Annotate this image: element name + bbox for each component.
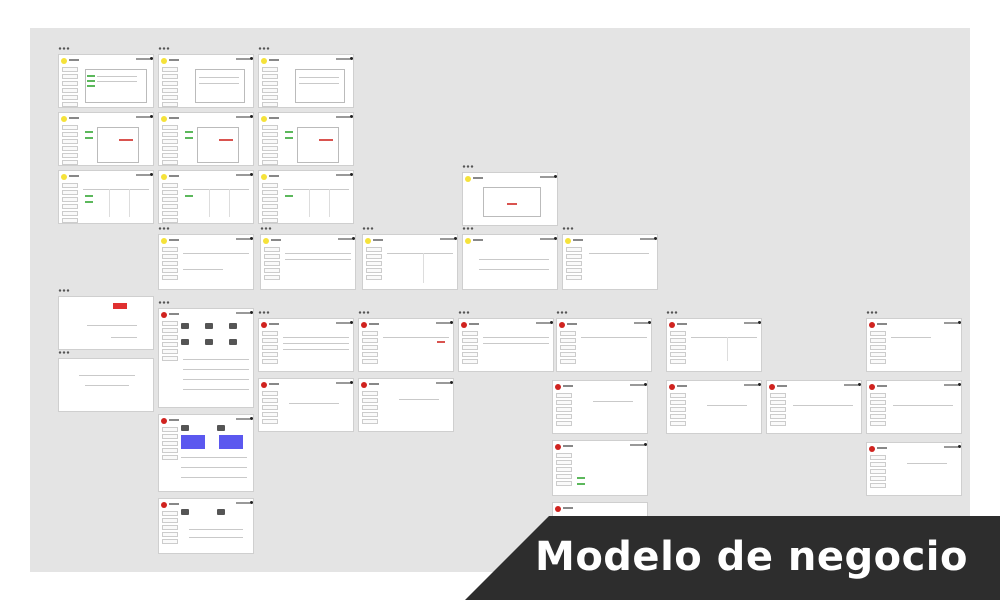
red-label: [113, 303, 127, 309]
wireframe-frame[interactable]: [158, 170, 254, 224]
brand-logo-icon: [61, 58, 67, 64]
wireframe-frame[interactable]: [866, 380, 962, 434]
title-banner: Modelo de negocio: [465, 516, 1000, 600]
status-red: [119, 139, 133, 141]
dialog-box: [195, 69, 245, 103]
highlight-card: [181, 435, 205, 449]
wireframe-frame[interactable]: [58, 112, 154, 166]
wireframe-frame[interactable]: [866, 318, 962, 372]
wireframe-frame[interactable]: [666, 318, 762, 372]
three-dots-icon[interactable]: [258, 47, 270, 50]
highlight-card: [219, 435, 243, 449]
user-menu[interactable]: [136, 57, 153, 60]
wireframe-frame[interactable]: [258, 318, 354, 372]
wireframe-frame[interactable]: [562, 234, 658, 290]
status-green: [87, 75, 95, 77]
brand-logo-icon: [261, 58, 267, 64]
wireframe-frame[interactable]: [158, 414, 254, 492]
wireframe-frame[interactable]: [258, 170, 354, 224]
wireframe-frame[interactable]: [58, 296, 154, 350]
three-dots-icon[interactable]: [158, 301, 170, 304]
wireframe-frame[interactable]: [866, 442, 962, 496]
sidebar-menu[interactable]: [62, 67, 78, 107]
wireframe-frame[interactable]: [358, 318, 454, 372]
status-green: [87, 85, 95, 87]
wireframe-frame[interactable]: [58, 54, 154, 108]
three-dots-icon[interactable]: [562, 227, 574, 230]
three-dots-icon[interactable]: [458, 311, 470, 314]
three-dots-icon[interactable]: [462, 227, 474, 230]
wireframe-frame[interactable]: [358, 378, 454, 432]
wireframe-frame[interactable]: [462, 234, 558, 290]
wireframe-frame[interactable]: [260, 234, 356, 290]
three-dots-icon[interactable]: [462, 165, 474, 168]
wireframe-frame[interactable]: [58, 170, 154, 224]
dialog-box: [85, 69, 147, 103]
dialog-box: [295, 69, 345, 103]
wireframe-frame[interactable]: [462, 172, 558, 226]
wireframe-frame[interactable]: [158, 498, 254, 554]
wireframe-frame[interactable]: [666, 380, 762, 434]
wireframe-frame[interactable]: [552, 380, 648, 434]
three-dots-icon[interactable]: [362, 227, 374, 230]
wireframe-frame[interactable]: [258, 112, 354, 166]
wireframe-frame[interactable]: [158, 234, 254, 290]
wireframe-frame[interactable]: [158, 54, 254, 108]
three-dots-icon[interactable]: [666, 311, 678, 314]
wireframe-frame[interactable]: [766, 380, 862, 434]
three-dots-icon[interactable]: [358, 311, 370, 314]
three-dots-icon[interactable]: [58, 47, 70, 50]
wireframe-frame[interactable]: [258, 378, 354, 432]
three-dots-icon[interactable]: [258, 311, 270, 314]
wireframe-frame[interactable]: [158, 112, 254, 166]
three-dots-icon[interactable]: [260, 227, 272, 230]
status-green: [87, 80, 95, 82]
wireframe-frame[interactable]: [58, 358, 154, 412]
wireframe-frame[interactable]: [362, 234, 458, 290]
three-dots-icon[interactable]: [158, 227, 170, 230]
wireframe-frame[interactable]: [158, 308, 254, 408]
wireframe-frame[interactable]: [258, 54, 354, 108]
brand-logo-icon: [161, 58, 167, 64]
wireframe-frame[interactable]: [556, 318, 652, 372]
wireframe-frame[interactable]: [552, 440, 648, 496]
brand-logo-icon: [161, 312, 167, 318]
three-dots-icon[interactable]: [58, 351, 70, 354]
wireframe-frame[interactable]: [458, 318, 554, 372]
three-dots-icon[interactable]: [556, 311, 568, 314]
brand-name: [69, 59, 79, 61]
three-dots-icon[interactable]: [58, 289, 70, 292]
design-canvas[interactable]: [30, 28, 970, 572]
banner-title: Modelo de negocio: [535, 534, 968, 580]
three-dots-icon[interactable]: [866, 311, 878, 314]
three-dots-icon[interactable]: [158, 47, 170, 50]
